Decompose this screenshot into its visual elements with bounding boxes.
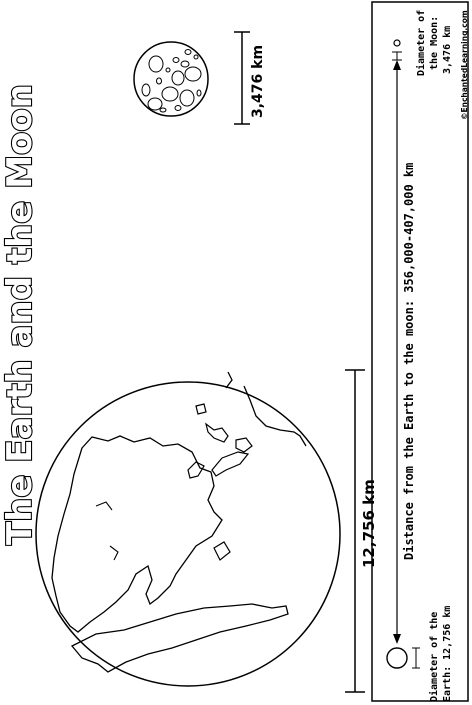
- scale-box: [371, 1, 469, 702]
- earth-illustration: [35, 371, 341, 687]
- moon-diameter-label: 3,476 km: [250, 45, 266, 118]
- scale-earth-caption-line2: Earth: 12,756 km: [442, 606, 453, 702]
- scale-moon-caption-line2: the Moon:: [429, 16, 440, 70]
- moon-diameter-bracket: [234, 31, 250, 125]
- scale-moon-caption-line3: 3,476 km: [442, 26, 453, 74]
- scale-earth-circle: [386, 647, 408, 669]
- earth-diameter-label: 12,756 km: [360, 479, 378, 568]
- scale-moon-caption-line1: Diameter of: [415, 10, 427, 76]
- scale-earth-bracket: [412, 647, 420, 669]
- scale-moon-circle: [393, 39, 401, 47]
- distance-arrow: [393, 60, 401, 644]
- moon-illustration: [133, 41, 209, 117]
- scale-moon-bracket: [392, 51, 402, 61]
- distance-label: Distance from the Earth to the moon: 356…: [402, 163, 416, 560]
- earth-diameter-bracket: [345, 369, 365, 693]
- page-title: The Earth and the Moon: [0, 84, 40, 545]
- credit-text: ©EnchantedLearning.com: [460, 10, 469, 120]
- scale-earth-caption-line1: Diameter of the: [428, 612, 440, 702]
